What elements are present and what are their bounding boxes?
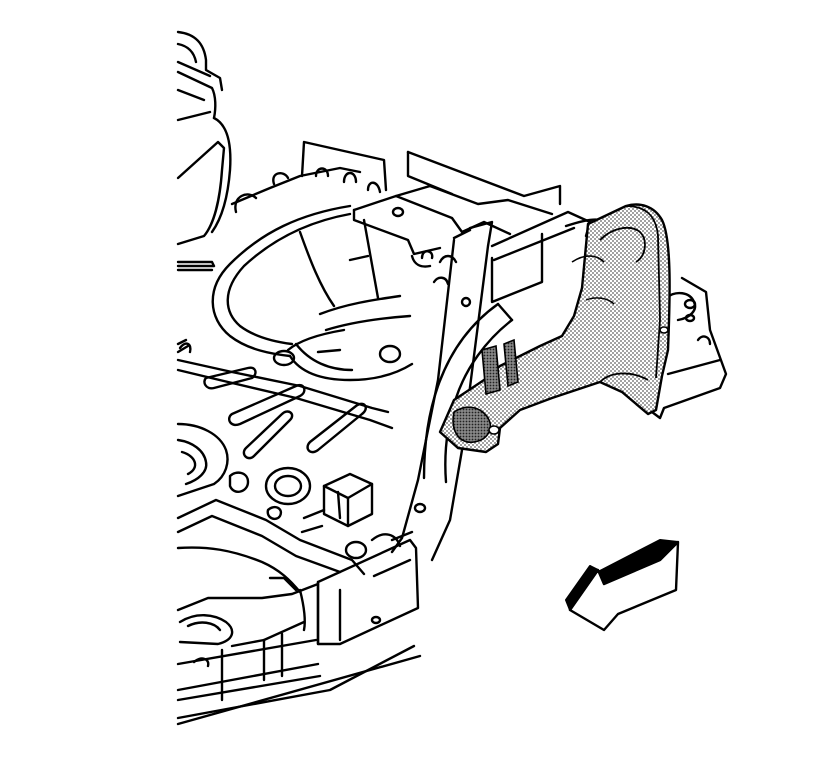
rear-sill-panel — [176, 576, 422, 726]
pillar-base-bracket — [316, 530, 420, 646]
view-direction-arrow-icon — [565, 539, 680, 632]
highlighted-wheelhouse-part — [438, 203, 671, 454]
spare-tire-well — [211, 140, 414, 382]
left-body-structure — [176, 30, 232, 272]
rear-floor-panel — [176, 338, 394, 594]
